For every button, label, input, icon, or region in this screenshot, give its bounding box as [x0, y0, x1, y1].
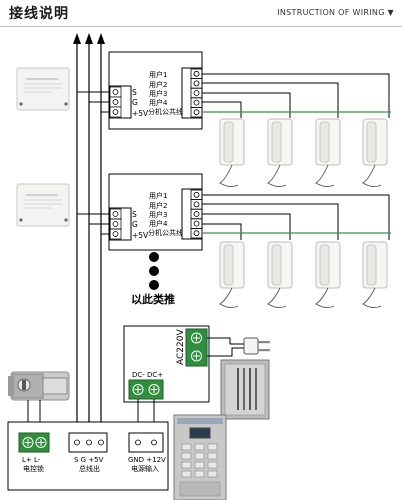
d1-input-s: S — [132, 88, 137, 97]
handset-1-3 — [315, 118, 341, 188]
handsets-row-1 — [219, 118, 388, 188]
power-supply-unit — [220, 359, 270, 420]
door-station-panel — [173, 414, 227, 500]
lock-label: 电控锁 — [23, 464, 44, 473]
d1-out-user3: 用户3 — [149, 89, 167, 98]
handsets-row-2 — [219, 241, 388, 309]
d2-bus-wires — [77, 213, 110, 235]
d1-out-common: 分机公共线 — [148, 107, 183, 116]
handset-1-2 — [267, 118, 293, 188]
section-header: 接线说明 INSTRUCTION OF WIRING ▼ — [0, 0, 402, 27]
handset-2-2 — [267, 241, 293, 309]
d1-out-user1: 用户1 — [149, 70, 167, 79]
d2-input-s: S — [132, 210, 137, 219]
power-supply-box: AC220V DC- DC+ — [123, 325, 210, 403]
continuation-dots — [149, 252, 159, 290]
bus-terminals-label: S G +5V — [74, 456, 104, 464]
handset-2-3 — [315, 241, 341, 309]
ac-plug — [207, 337, 270, 357]
handset-1-4 — [362, 118, 388, 188]
bus-label: 总线出 — [79, 464, 100, 473]
distributor-1: S G +5V 用户1 用户2 用户3 用户4 分机公共线 — [16, 51, 203, 130]
d1-user-wires — [202, 73, 390, 118]
d1-out-user2: 用户2 — [149, 80, 167, 89]
distributor-1-photo — [16, 67, 70, 111]
d2-out-user3: 用户3 — [149, 210, 167, 219]
d2-input-g: G — [132, 220, 138, 229]
bus-lines — [76, 36, 102, 446]
d2-out-user2: 用户2 — [149, 201, 167, 210]
ac-terminal — [185, 328, 208, 367]
power-input-terminal — [128, 432, 164, 453]
power-input-label: 电源输入 — [131, 464, 159, 473]
d2-out-user1: 用户1 — [149, 191, 167, 200]
d1-input-g: G — [132, 98, 138, 107]
d1-out-user4: 用户4 — [149, 98, 168, 107]
handset-1-1 — [219, 118, 245, 188]
handset-2-4 — [362, 241, 388, 309]
electric-lock-photo — [8, 371, 70, 401]
lock-terminals-label: L+ L- — [22, 456, 41, 464]
dc-label: DC- DC+ — [132, 371, 163, 379]
d1-input-5v: +5V — [132, 109, 149, 118]
ac-label: AC220V — [176, 329, 186, 365]
distributor-2: S G +5V 用户1 用户2 用户3 用户4 分机公共线 — [16, 173, 203, 251]
bus-terminal — [68, 432, 108, 453]
d2-out-common: 分机公共线 — [148, 228, 183, 237]
power-terminals-label: GND +12V — [128, 456, 166, 464]
lock-terminal — [18, 432, 50, 453]
page-subtitle: INSTRUCTION OF WIRING ▼ — [277, 8, 394, 17]
dc-terminal — [128, 379, 164, 400]
d2-out-user4: 用户4 — [149, 219, 168, 228]
handset-2-1 — [219, 241, 245, 309]
bus-arrows — [73, 33, 105, 44]
d1-bus-wires — [77, 91, 110, 113]
main-unit-box: L+ L- 电控锁 S G +5V 总线出 GND +12V 电源输入 — [7, 421, 169, 491]
continuation-text: 以此类推 — [131, 292, 175, 306]
page-title: 接线说明 — [9, 6, 69, 22]
d2-input-5v: +5V — [132, 231, 149, 240]
d2-user-wires — [202, 194, 390, 240]
distributor-2-photo — [16, 183, 70, 227]
